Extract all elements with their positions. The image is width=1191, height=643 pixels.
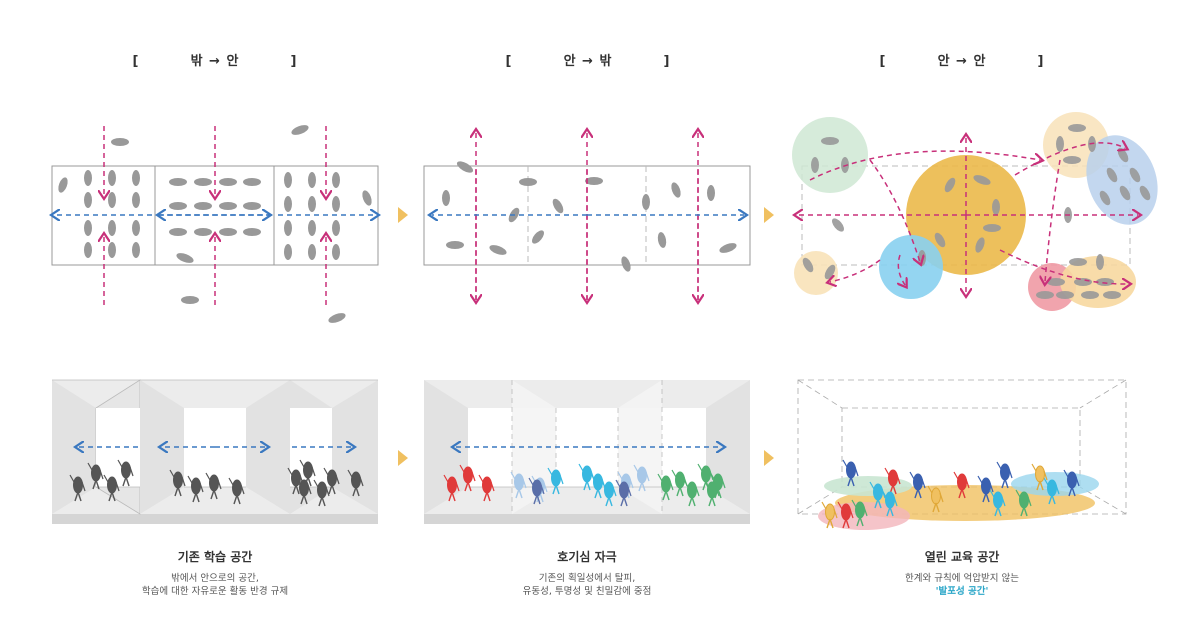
caption-title-2: 호기심 자극 [557,550,617,564]
caption-line: 학습에 대한 자유로운 활동 반경 규제 [141,586,289,597]
chevron-right-icon [764,450,774,466]
ellipse-person-icon [58,125,372,323]
plan-panel-outside-in [52,125,378,323]
room-outside-in [52,379,378,524]
caption-line: 밖에서 안으로의 공간, [171,573,259,584]
room-inside-out [424,380,750,524]
chevron-right-icon [764,207,774,223]
heading-text: 안 → 밖 [563,54,613,69]
plan-diagrams [0,112,1158,323]
room-inside-in [797,379,1127,530]
bracket-close: ] [663,54,671,69]
caption-line: 한계와 규칙에 억압받지 않는 [905,573,1019,584]
caption-title-1: 기존 학습 공간 [177,550,253,564]
heading-inside-in: [ 안 → 안 ] [862,50,1062,69]
ellipse-person-icon [442,161,737,272]
heading-outside-in: [ 밖 → 안 ] [115,50,315,69]
bracket-open: [ [879,54,887,69]
heading-text: 밖 → 안 [190,54,240,69]
plan-panel-inside-out [423,132,751,300]
bracket-open: [ [132,54,140,69]
bracket-close: ] [1037,54,1045,69]
caption-highlight: '발포성 공간' [935,586,989,597]
chevron-right-icon [398,207,408,223]
heading-inside-out: [ 안 → 밖 ] [488,50,688,69]
caption-body-2: 기존의 획일성에서 탈피, 유동성, 투명성 및 친밀감에 중점 [422,572,752,598]
plan-panel-inside-in [792,112,1158,311]
heading-text: 안 → 안 [937,54,987,69]
caption-line: 기존의 획일성에서 탈피, [538,573,636,584]
caption-body-1: 밖에서 안으로의 공간, 학습에 대한 자유로운 활동 반경 규제 [50,572,380,598]
bracket-close: ] [290,54,298,69]
caption-line: 유동성, 투명성 및 친밀감에 중점 [522,586,652,597]
caption-title-3: 열린 교육 공간 [924,550,1000,564]
room-perspectives [52,379,1127,530]
caption-body-3: 한계와 규칙에 억압받지 않는 '발포성 공간' [797,572,1127,598]
bracket-open: [ [505,54,513,69]
chevron-right-icon [398,450,408,466]
